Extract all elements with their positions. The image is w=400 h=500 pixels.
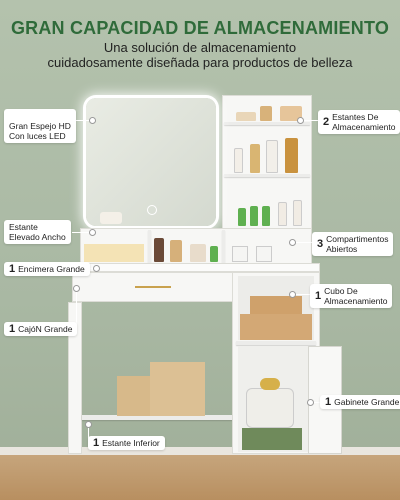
compartment-glow bbox=[84, 244, 144, 262]
connector-line bbox=[62, 120, 92, 121]
container bbox=[232, 246, 248, 262]
connector-line bbox=[72, 232, 92, 233]
bottle bbox=[210, 246, 218, 262]
jar bbox=[280, 106, 302, 121]
bottle bbox=[266, 140, 278, 173]
feature-callout-cabinet: 1 Gabinete Grande bbox=[320, 395, 400, 409]
connector-dot bbox=[308, 400, 313, 405]
tray bbox=[100, 212, 122, 224]
jar bbox=[236, 112, 256, 121]
feature-callout-mirror: Gran Espejo HD Con luces LED bbox=[4, 109, 76, 143]
bottle bbox=[234, 148, 243, 173]
container bbox=[256, 246, 272, 262]
feature-number: 1 bbox=[325, 396, 332, 408]
bottle bbox=[250, 206, 258, 226]
led-mirror bbox=[86, 98, 216, 226]
connector-dot bbox=[290, 240, 295, 245]
feature-label-line2: Almacenamiento bbox=[324, 296, 388, 306]
feature-label-line1: Estante bbox=[9, 222, 38, 232]
tower-shelf-top bbox=[224, 122, 310, 125]
feature-callout-raised-shelf: Estante Elevado Ancho bbox=[4, 220, 71, 244]
bottle bbox=[278, 202, 287, 226]
feature-label-line2: Elevado Ancho bbox=[9, 232, 66, 242]
feature-number: 1 bbox=[315, 290, 322, 302]
feature-callout-drawer: 1 CajóN Grande bbox=[4, 322, 78, 336]
feature-number: 1 bbox=[9, 323, 16, 335]
connector-dot bbox=[290, 292, 295, 297]
connector-dot bbox=[94, 266, 99, 271]
touch-switch-icon bbox=[147, 205, 157, 215]
connector-line bbox=[300, 120, 320, 121]
feature-callout-bottom-shelf: 1 Estante Inferior bbox=[88, 436, 165, 450]
feature-label-line2: Abiertos bbox=[326, 244, 358, 254]
bottom-shelf bbox=[82, 415, 234, 420]
storage-box bbox=[250, 296, 302, 314]
connector-line bbox=[84, 268, 96, 269]
wood-floor bbox=[0, 455, 400, 500]
connector-line bbox=[88, 424, 89, 444]
feature-label-line1: Gabinete Grande bbox=[334, 397, 400, 407]
feature-label-line1: Compartimentos bbox=[326, 234, 389, 244]
bottle bbox=[190, 244, 206, 262]
feature-label-line1: CajóN Grande bbox=[18, 324, 73, 334]
gift-ribbon bbox=[260, 378, 280, 390]
jar bbox=[260, 106, 272, 121]
feature-label-line2: Almacenamiento bbox=[332, 122, 396, 132]
feature-number: 1 bbox=[9, 263, 16, 275]
bottle bbox=[170, 240, 182, 262]
subtitle-line-1: Una solución de almacenamiento bbox=[103, 40, 297, 55]
baseboard bbox=[0, 447, 400, 456]
bottle bbox=[154, 238, 164, 262]
storage-box bbox=[240, 314, 312, 340]
connector-line bbox=[76, 288, 77, 328]
drawer-handle bbox=[135, 286, 171, 288]
bottle bbox=[238, 208, 246, 226]
feature-label-line1: Estante Inferior bbox=[102, 438, 160, 448]
feature-label-line2: Con luces LED bbox=[9, 131, 66, 141]
headline-title: GRAN CAPACIDAD DE ALMACENAMIENTO bbox=[10, 18, 390, 38]
bottle bbox=[293, 200, 302, 226]
feature-label-line1: Estantes De bbox=[332, 112, 379, 122]
tower-shelf-middle bbox=[224, 174, 310, 177]
compartment-divider bbox=[148, 230, 151, 264]
connector-dot bbox=[298, 118, 303, 123]
connector-dot bbox=[74, 286, 79, 291]
gift-box-white bbox=[246, 388, 294, 428]
connector-dot bbox=[86, 422, 91, 427]
subtitle-line-2: cuidadosamente diseñada para productos d… bbox=[47, 55, 353, 70]
feature-callout-compartments: 3 Compartimentos Abiertos bbox=[312, 232, 394, 256]
feature-number: 1 bbox=[93, 437, 100, 449]
feature-label-line1: Cubo De bbox=[324, 286, 358, 296]
feature-callout-cube: 1 Cubo De Almacenamiento bbox=[310, 284, 393, 308]
countertop bbox=[68, 263, 320, 272]
feature-callout-shelves: 2 Estantes De Almacenamiento bbox=[318, 110, 400, 134]
connector-line bbox=[292, 294, 312, 295]
gift-bag bbox=[150, 362, 205, 416]
bottle bbox=[250, 144, 260, 173]
bottle bbox=[285, 138, 298, 173]
connector-line bbox=[310, 402, 322, 403]
connector-dot bbox=[90, 118, 95, 123]
connector-line bbox=[292, 242, 312, 243]
feature-label-line1: Gran Espejo HD bbox=[9, 121, 71, 131]
feature-number: 3 bbox=[317, 238, 324, 250]
feature-callout-countertop: 1 Encimera Grande bbox=[4, 262, 90, 276]
feature-number: 2 bbox=[323, 116, 330, 128]
gift-box-green bbox=[242, 428, 302, 450]
connector-dot bbox=[90, 230, 95, 235]
headline-subtitle: Una solución de almacenamiento cuidadosa… bbox=[0, 40, 400, 70]
left-leg bbox=[68, 302, 82, 454]
compartment-divider bbox=[222, 230, 225, 264]
feature-label-line1: Encimera Grande bbox=[18, 264, 85, 274]
cube-shelf bbox=[236, 341, 316, 345]
bottle bbox=[262, 206, 270, 226]
